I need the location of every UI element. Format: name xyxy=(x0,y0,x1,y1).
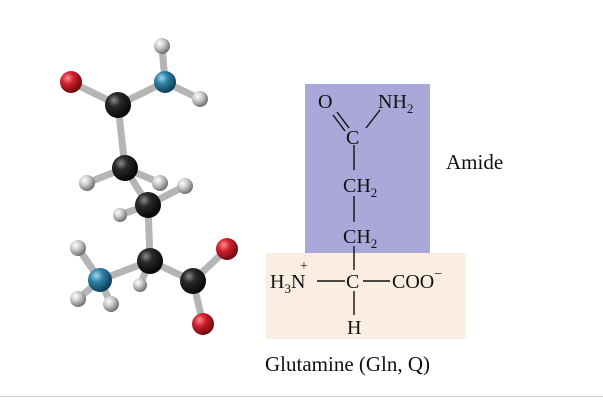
hydrogen-atom xyxy=(113,208,127,222)
carbon-atom xyxy=(112,155,138,181)
hydrogen-atom xyxy=(154,38,170,54)
alpha-carbon-label: C xyxy=(346,271,359,293)
hydrogen-atom xyxy=(70,240,86,256)
bottom-divider xyxy=(0,396,603,397)
carbon-atom xyxy=(137,248,163,274)
amide-label: Amide xyxy=(446,150,503,174)
ch2-beta-label: CH2 xyxy=(343,226,377,251)
oxygen-atom xyxy=(192,313,214,335)
oxygen-atom xyxy=(60,71,82,93)
hydrogen-atom xyxy=(152,175,168,191)
ammonium-label: H3N xyxy=(270,271,305,296)
alpha-hydrogen-label: H xyxy=(347,317,361,339)
backbone-highlight xyxy=(266,253,465,339)
nh2-label: NH2 xyxy=(378,91,413,116)
formula-bonds xyxy=(317,109,390,315)
nitrogen-atom xyxy=(88,268,112,292)
amide-highlight xyxy=(305,84,430,253)
hydrogen-atom xyxy=(79,175,95,191)
hydrogen-atom xyxy=(133,278,147,292)
ammonium-charge: + xyxy=(300,259,308,274)
carboxylate-label: COO− xyxy=(392,267,442,293)
nitrogen-atom xyxy=(154,71,176,93)
hydrogen-atom xyxy=(177,178,193,194)
ball-and-stick-model xyxy=(60,38,238,335)
hydrogen-atom xyxy=(70,291,86,307)
ch2-gamma-label: CH2 xyxy=(343,175,377,200)
carbon-atom xyxy=(180,268,206,294)
oxygen-atom xyxy=(216,238,238,260)
caption: Glutamine (Gln, Q) xyxy=(265,352,430,376)
oxygen-label: O xyxy=(318,91,332,113)
hydrogen-atom xyxy=(192,91,208,107)
carbon-atom xyxy=(135,192,161,218)
hydrogen-atom xyxy=(103,296,119,312)
carbonyl-carbon-label: C xyxy=(346,127,359,149)
carbon-atom xyxy=(105,92,131,118)
